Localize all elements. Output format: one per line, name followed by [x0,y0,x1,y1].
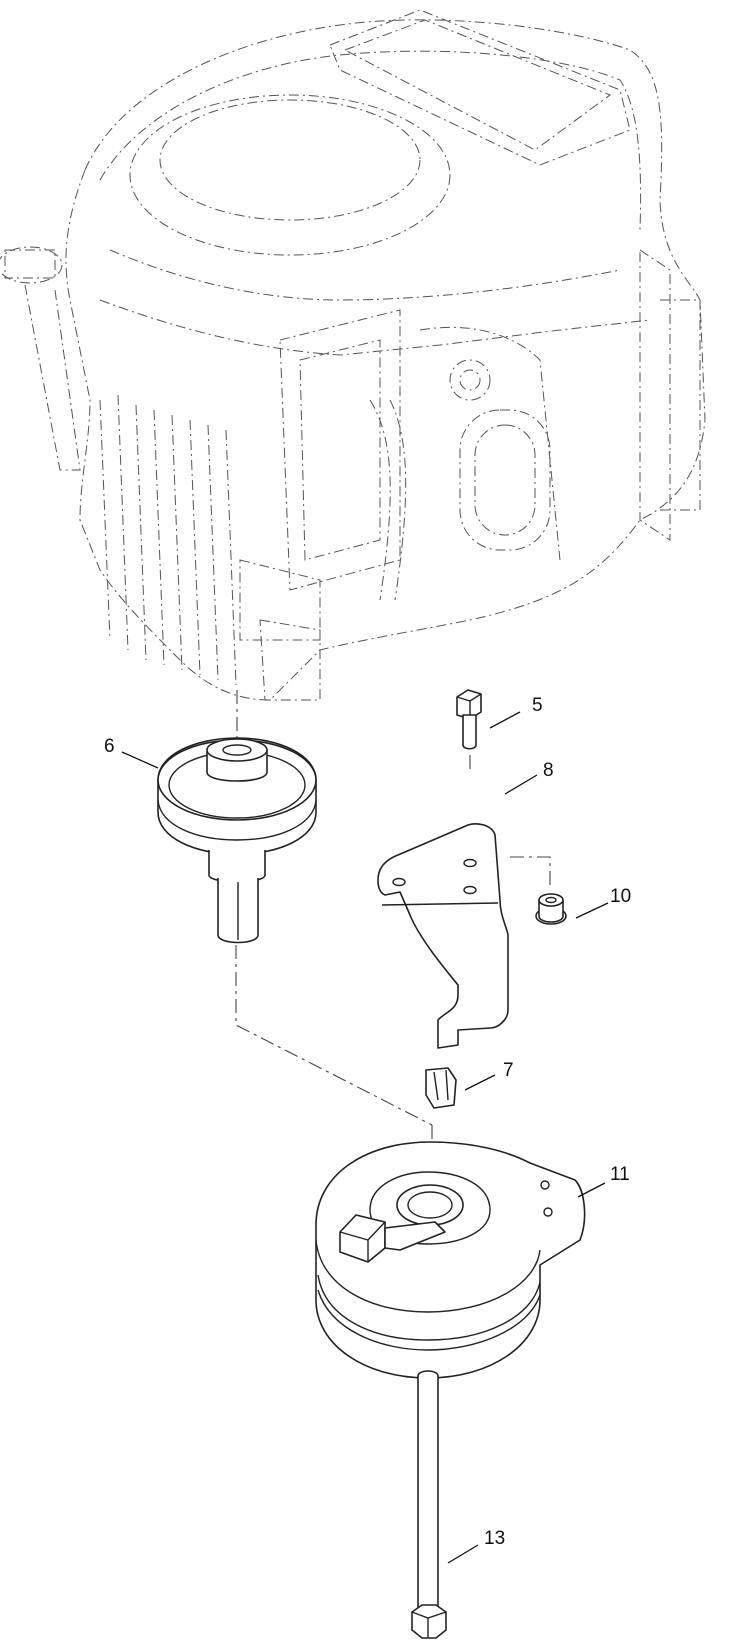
part-5-bolt [456,689,482,750]
part-6-pulley [157,737,317,944]
oil-fill-cap [0,246,81,471]
leader-5 [489,711,521,729]
callout-leaders [121,711,609,1564]
callout-8: 8 [543,760,554,781]
callout-10: 10 [610,886,631,907]
part-10-flange-nut [535,893,567,925]
part-8-bracket [377,823,509,1049]
callout-13: 13 [484,1528,505,1549]
callout-11: 11 [610,1164,630,1185]
leader-11 [577,1182,606,1198]
callout-7: 7 [503,1060,514,1081]
callout-5: 5 [532,695,543,716]
leader-10 [575,902,609,919]
callout-6: 6 [104,736,115,757]
leader-8 [504,774,538,795]
leader-13 [447,1544,479,1564]
part-13-long-bolt [411,1370,447,1639]
engine-ghost-outline [0,9,706,701]
cooling-fins [99,394,237,686]
leader-7 [464,1074,496,1091]
part-11-electric-clutch [315,1141,586,1379]
leader-6 [121,751,159,769]
part-7-clip [425,1067,457,1109]
